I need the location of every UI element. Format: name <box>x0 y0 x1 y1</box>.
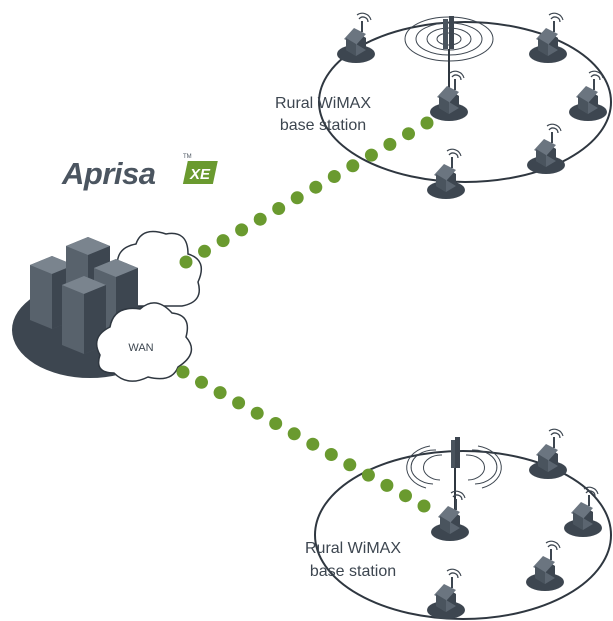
top-site-ring <box>318 21 612 183</box>
link-dot-top <box>179 255 193 269</box>
house-antenna-icon <box>528 12 568 64</box>
wan-cloud-icon <box>95 302 193 382</box>
link-dot-bottom <box>232 396 246 410</box>
link-dot-bottom <box>324 448 338 461</box>
link-dot-top <box>364 148 378 162</box>
link-dot-bottom <box>213 386 227 400</box>
link-dot-bottom <box>306 437 320 451</box>
link-dot-bottom <box>250 406 264 420</box>
house-antenna-icon <box>563 486 603 538</box>
bottom-site-label-line2: base station <box>310 563 396 580</box>
link-dot-top <box>420 116 434 130</box>
wireless-links <box>176 116 434 513</box>
top-site-label-line2: base station <box>280 117 366 134</box>
house-antenna-icon <box>528 428 568 480</box>
logo-trademark-text: TM <box>183 154 192 160</box>
cloud-icon <box>116 230 203 307</box>
link-dot-bottom <box>176 365 190 379</box>
house-antenna-icon <box>430 490 470 542</box>
logo-brand-text: Aprisa <box>61 156 156 191</box>
link-dot-bottom <box>399 489 412 503</box>
house-antenna-icon <box>336 12 376 64</box>
link-dot-top <box>327 170 341 183</box>
wan-label: WAN <box>128 342 153 354</box>
house-antenna-icon <box>426 568 466 620</box>
aprisa-logo: Aprisa XE TM <box>61 154 218 191</box>
house-antenna-icon <box>568 70 608 122</box>
link-dot-bottom <box>287 427 301 441</box>
link-dot-bottom <box>195 375 208 389</box>
house-antenna-icon <box>525 540 565 592</box>
link-dot-top <box>272 202 286 215</box>
bottom-site-label-line1: Rural WiMAX <box>305 540 401 557</box>
link-dot-top <box>216 234 230 248</box>
logo-suffix-text: XE <box>189 166 211 183</box>
link-dot-top <box>346 159 360 173</box>
top-radio-tower-icon <box>404 16 494 95</box>
link-dot-top <box>290 191 304 205</box>
link-dot-top <box>309 180 323 194</box>
link-dot-bottom <box>343 458 357 472</box>
data-center-icon <box>12 230 203 382</box>
link-dot-top <box>383 137 397 151</box>
link-dot-bottom <box>269 417 283 430</box>
link-dot-top <box>198 244 211 258</box>
link-dot-bottom <box>361 468 375 482</box>
link-dot-top <box>253 212 267 226</box>
bottom-site-ring <box>314 450 612 620</box>
link-dot-bottom <box>380 478 394 492</box>
top-site-label-line1: Rural WiMAX <box>275 95 371 112</box>
house-antenna-icon <box>426 148 466 200</box>
link-dot-bottom <box>417 499 431 513</box>
house-antenna-icon <box>526 123 566 175</box>
link-dot-top <box>402 127 415 141</box>
link-dot-top <box>235 223 249 237</box>
